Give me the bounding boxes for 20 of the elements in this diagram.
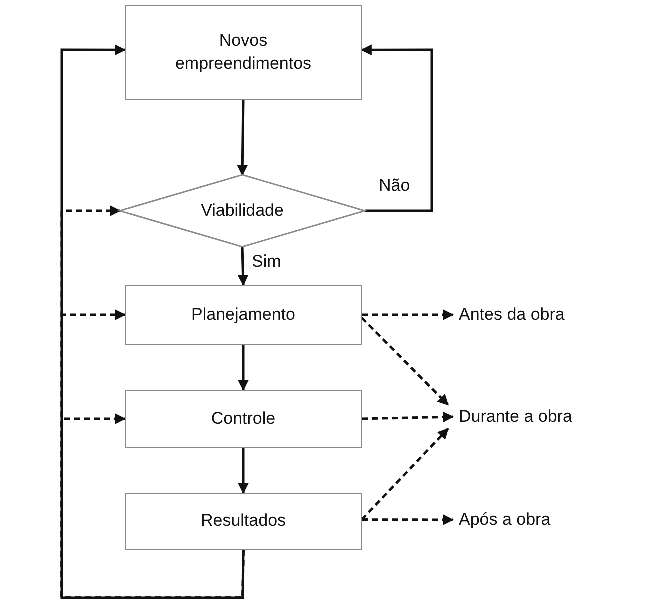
arrow [360,44,434,212]
process-box: Resultados [125,493,362,550]
output-label: Após a obra [455,508,625,532]
dashed-arrow [362,310,454,320]
dashed-arrow [362,412,454,423]
arrow [238,345,249,392]
process-box: Planejamento [125,285,362,345]
output-label: Durante a obra [455,405,625,429]
arrow [237,100,248,176]
arrow [60,44,245,600]
dashed-arrow [362,514,454,526]
node-label: Viabilidade [200,200,285,222]
dashed-arrow [361,317,450,406]
output-label: Antes da obra [455,303,625,327]
arrow [238,448,249,494]
process-box: Controle [125,390,362,448]
decision-diamond [120,175,365,247]
process-box: Novos empreendimentos [125,5,362,100]
dashed-arrow [361,428,450,521]
arrow [238,246,249,286]
